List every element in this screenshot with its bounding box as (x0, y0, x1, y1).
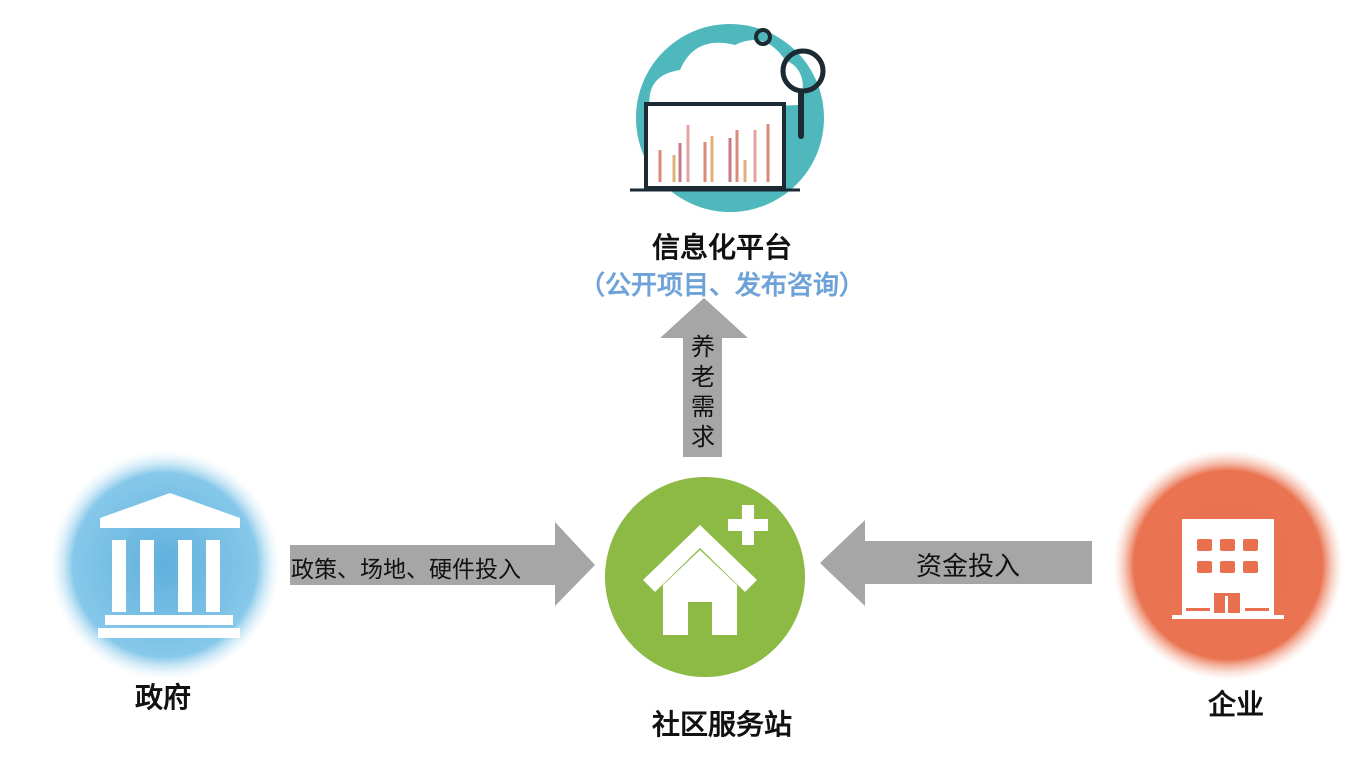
cloud-icon (649, 40, 803, 110)
bank-building-icon (100, 493, 240, 528)
demand-arrow-label: 养老需求 (691, 333, 715, 451)
house-icon (643, 525, 757, 592)
government-input-arrow (290, 522, 595, 606)
demand-arrow (660, 298, 748, 457)
enterprise-input-label: 资金投入 (916, 552, 1021, 582)
platform-title: 信息化平台 (651, 231, 793, 264)
enterprise-label: 企业 (1207, 688, 1265, 721)
enterprise-input-arrow (820, 520, 1092, 606)
government-label: 政府 (134, 681, 192, 714)
enterprise-icon (1113, 450, 1343, 680)
government-icon (50, 450, 280, 680)
station-label: 社区服务站 (651, 708, 793, 741)
platform-icon (630, 24, 826, 212)
platform-subtitle: （公开项目、发布咨询） (578, 271, 866, 301)
station-icon (599, 471, 811, 683)
laptop-icon (644, 102, 786, 190)
government-input-label: 政策、场地、硬件投入 (291, 557, 521, 583)
